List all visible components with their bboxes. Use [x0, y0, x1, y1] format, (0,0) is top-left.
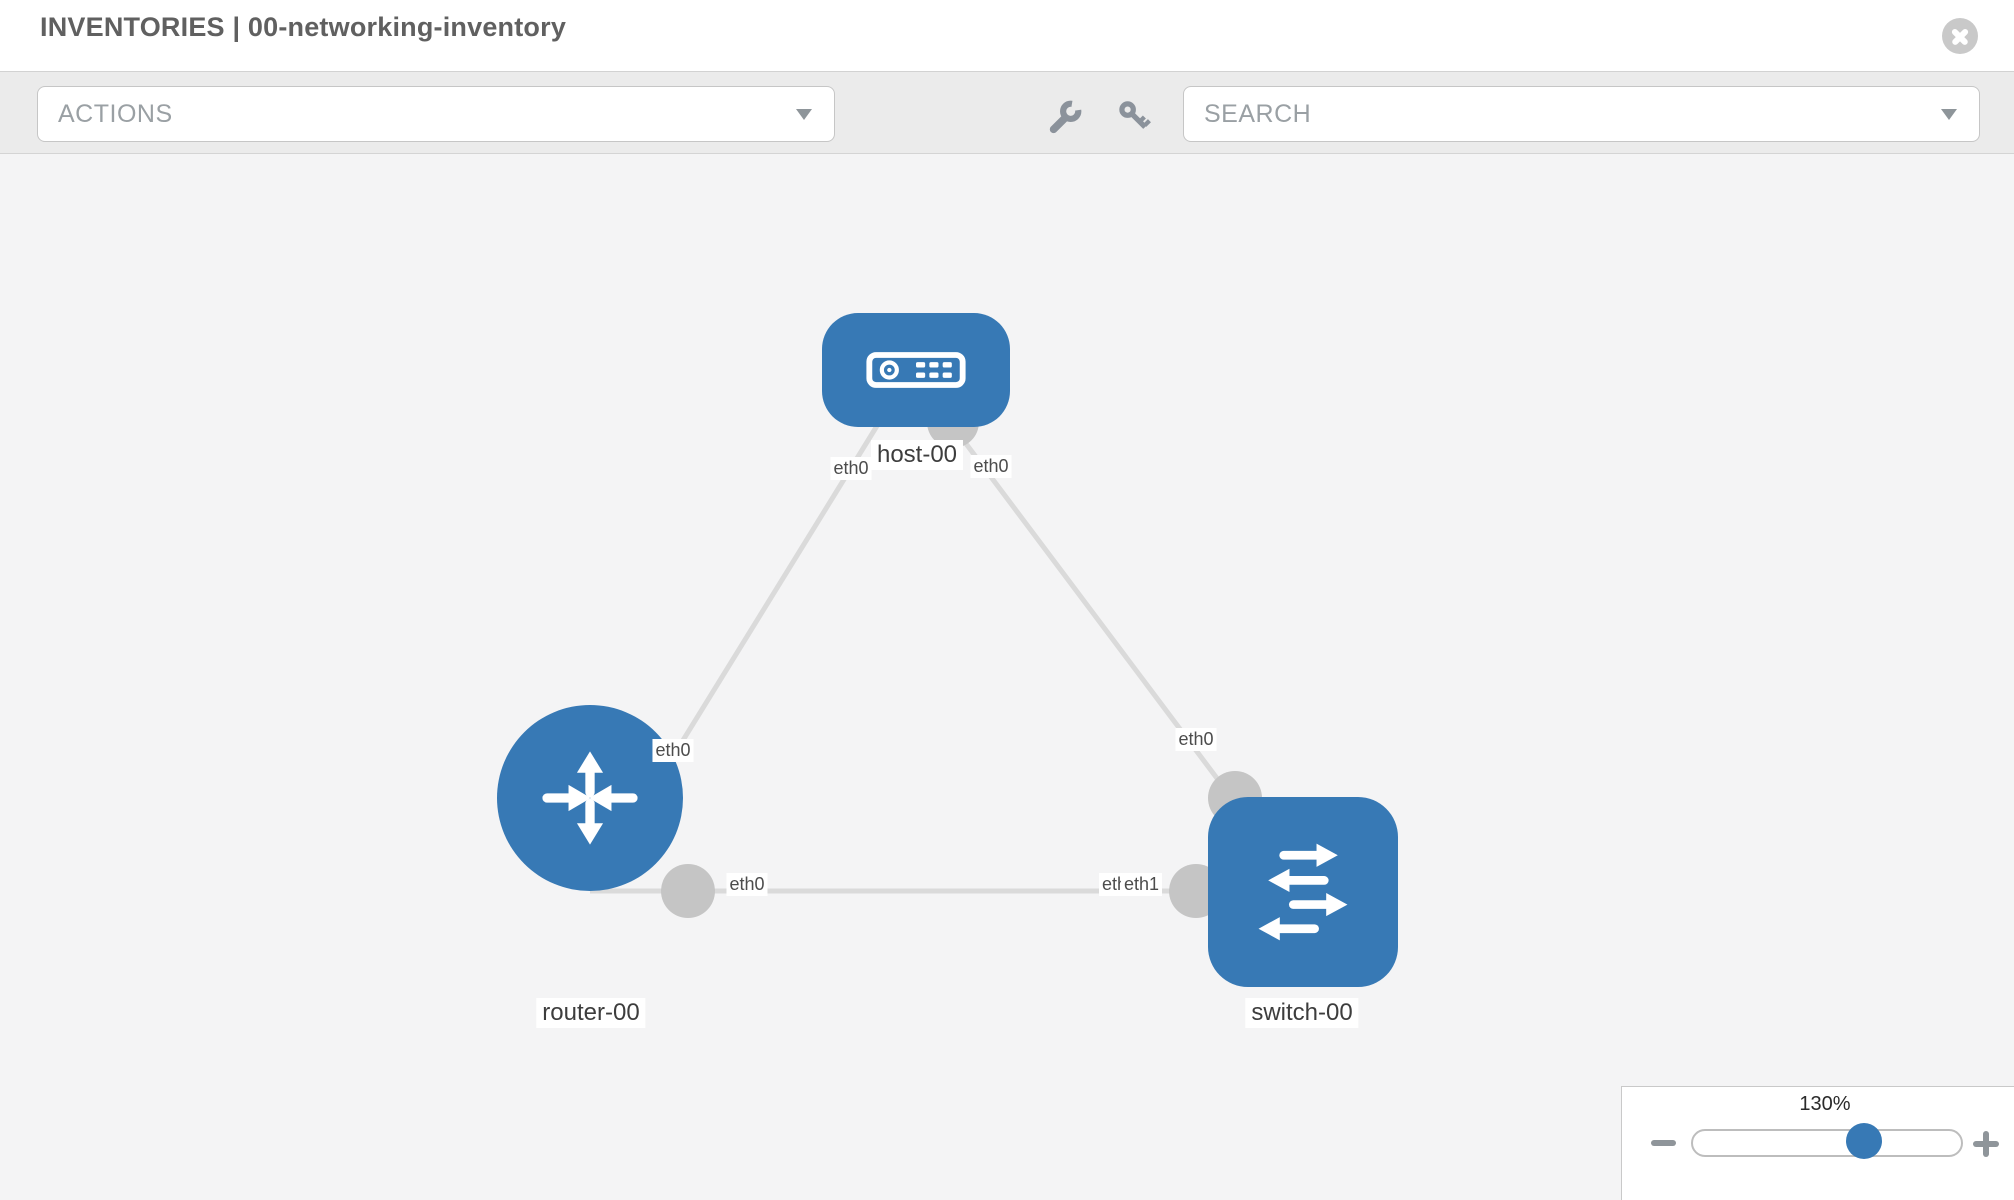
host-icon	[866, 352, 966, 388]
minus-icon zoom-out-button[interactable]	[1651, 1140, 1676, 1146]
switch-icon	[1258, 843, 1348, 941]
zoom-slider-track[interactable]	[1691, 1123, 1963, 1159]
iface-label-host-eth0-to-router: eth0	[830, 457, 872, 480]
iface-label-switch-eth1-to-router: eth1	[1121, 873, 1163, 896]
node-label-switch-00[interactable]: switch-00	[1245, 998, 1359, 1028]
actions-dropdown-label: ACTIONS	[58, 99, 173, 128]
node-switch-00[interactable]	[1208, 797, 1398, 987]
connector-router-eth0[interactable]	[661, 864, 715, 918]
node-router-00[interactable]	[497, 705, 683, 891]
search-dropdown[interactable]: SEARCH	[1183, 86, 1980, 142]
iface-label-host-eth0-to-switch: eth0	[970, 455, 1012, 478]
iface-label-router-eth0-to-host: eth0	[652, 739, 694, 762]
zoom-control: 130%	[1621, 1086, 2014, 1200]
router-icon	[542, 751, 638, 845]
page-title: INVENTORIES | 00-networking-inventory	[40, 12, 567, 42]
chevron-down-icon	[1941, 109, 1957, 120]
iface-label-switch-eth0-to-host: eth0	[1175, 728, 1217, 751]
header: INVENTORIES | 00-networking-inventory	[0, 0, 2014, 72]
close-button[interactable]	[1942, 18, 1978, 54]
key-icon[interactable]	[1116, 98, 1154, 136]
zoom-level: 130%	[1799, 1093, 1851, 1115]
toolbar: ACTIONS SEARCH	[0, 72, 2014, 154]
node-label-router-00[interactable]: router-00	[536, 998, 646, 1028]
wrench-icon[interactable]	[1046, 98, 1084, 136]
topology-canvas[interactable]: host-00 router-00 switch-00 eth0 eth0 et…	[0, 154, 2014, 1200]
node-host-00[interactable]	[822, 313, 1010, 427]
search-dropdown-label: SEARCH	[1204, 99, 1312, 128]
node-label-host-00[interactable]: host-00	[870, 440, 964, 470]
plus-icon zoom-in-button[interactable]	[1973, 1131, 1999, 1157]
zoom-slider-handle[interactable]	[1846, 1123, 1882, 1159]
chevron-down-icon	[796, 109, 812, 120]
topology-links	[587, 396, 1305, 918]
iface-label-router-eth0-to-switch: eth0	[726, 873, 768, 896]
actions-dropdown[interactable]: ACTIONS	[37, 86, 835, 142]
